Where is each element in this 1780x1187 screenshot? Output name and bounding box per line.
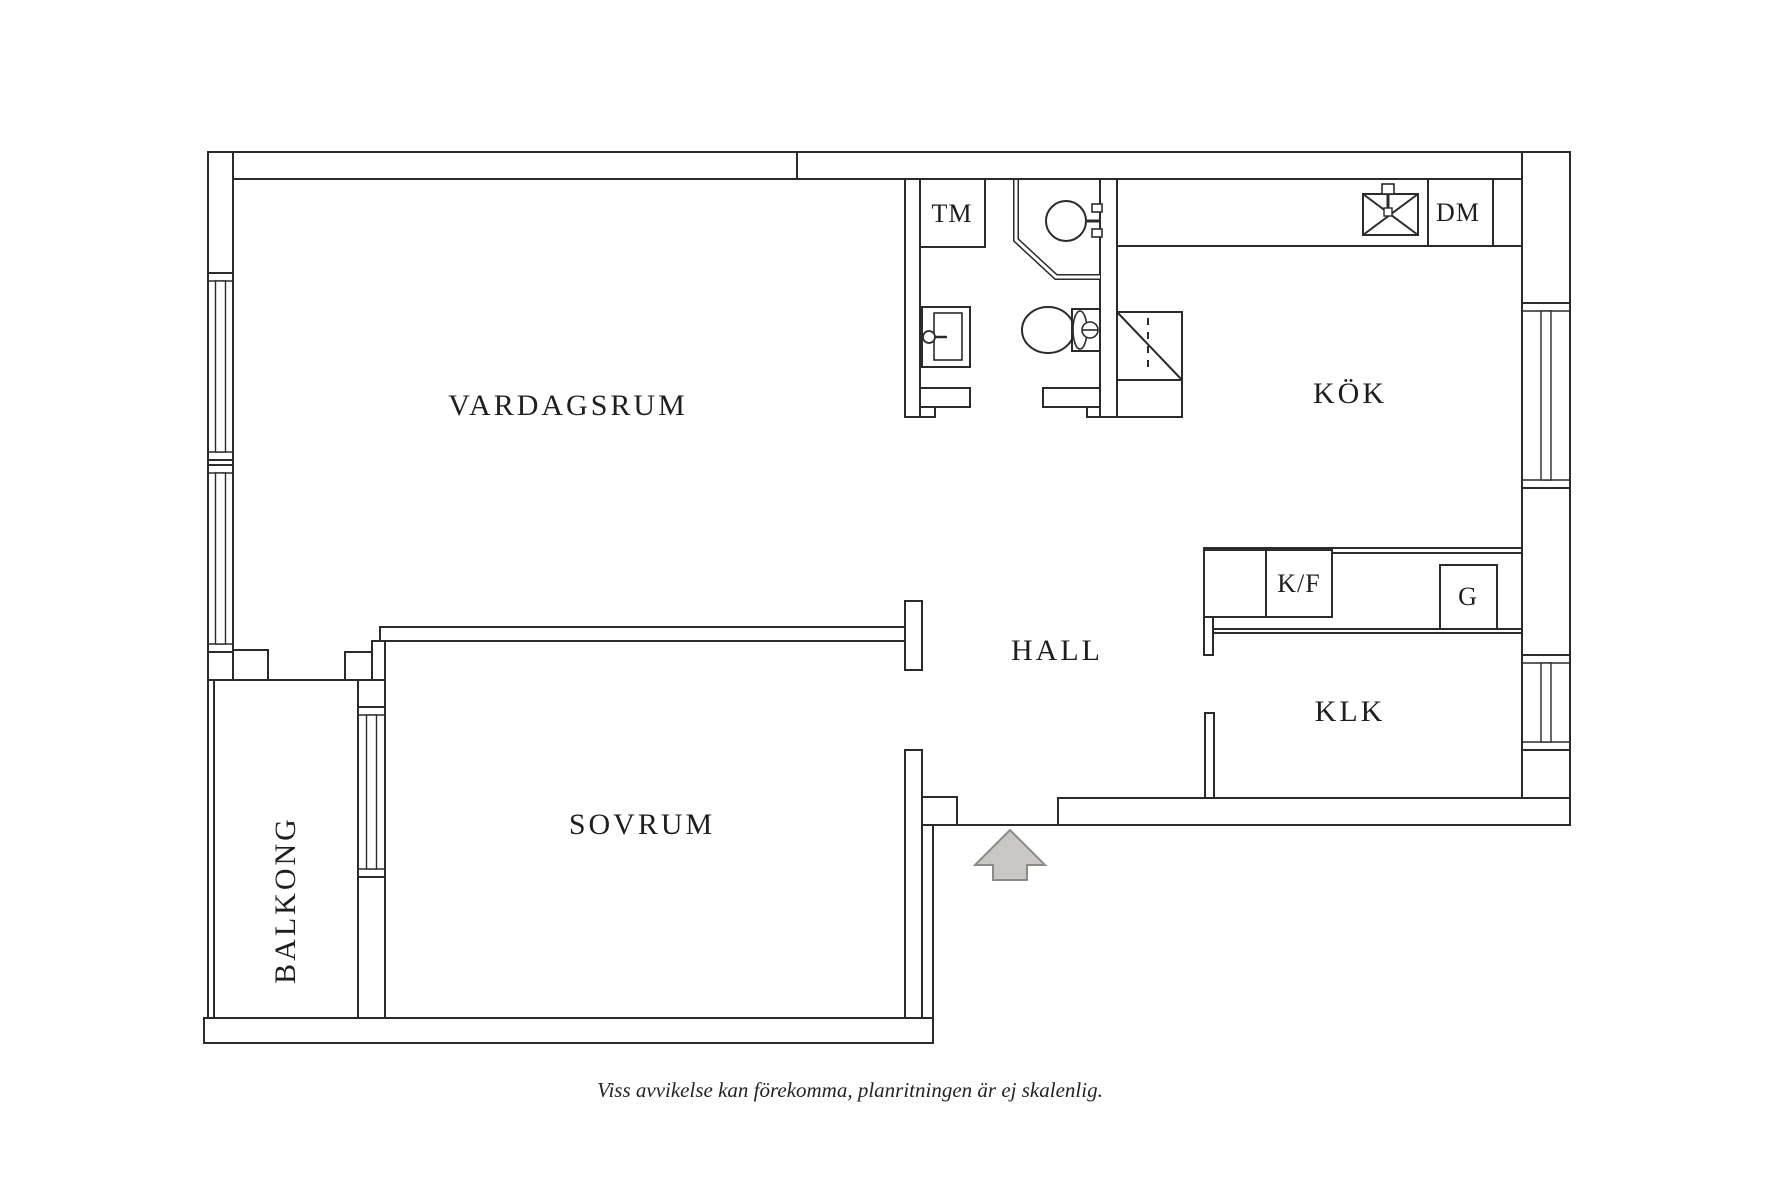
disclaimer-caption: Viss avvikelse kan förekomma, planritnin… (597, 1078, 1103, 1102)
label-sovrum: SOVRUM (568, 808, 716, 841)
entry-outer-edge (921, 824, 934, 1019)
bedroom-living-divider (379, 626, 923, 642)
bedroom-east-wall (904, 749, 923, 1019)
sink-tap-base (1381, 183, 1395, 195)
top-wall (207, 151, 1571, 180)
klk-west-stub (1203, 616, 1214, 656)
window-bedroom-balcony-glazing (365, 714, 378, 870)
window-livingroom-lower-glazing (214, 472, 227, 645)
bath-foot-west (919, 406, 936, 418)
hall-west-stub (904, 600, 923, 671)
label-tm: TM (931, 199, 973, 228)
livingroom-east-wall (904, 178, 921, 418)
bath-foot-east (1086, 406, 1101, 418)
bath-south-wall-west (919, 387, 971, 408)
balcony-north-wall-b (344, 651, 373, 681)
round-basin (1045, 200, 1087, 242)
basin-bracket-bottom (1091, 228, 1103, 238)
entry-west-stub (921, 796, 958, 826)
klk-west-wall (1204, 712, 1215, 799)
g-wardrobe-unit (1439, 564, 1498, 630)
balcony-north-wall-a (232, 649, 269, 681)
bath-kitchen-wall (1099, 178, 1118, 418)
window-klk-glazing (1540, 662, 1552, 743)
kf-fridge-freezer-unit (1203, 549, 1333, 618)
tall-cabinet (1116, 311, 1183, 418)
label-kf: K/F (1277, 569, 1321, 598)
sink-tap-head (1383, 207, 1393, 217)
cabinet-diagonal (1116, 311, 1183, 381)
entrance-arrow (972, 828, 1048, 881)
tm-washer-unit (919, 178, 986, 248)
bottom-wall-east (1057, 797, 1571, 826)
label-klk: KLK (1314, 695, 1386, 728)
window-kitchen-glazing (1540, 310, 1552, 481)
label-g: G (1458, 582, 1478, 611)
toilet-bowl (1021, 306, 1075, 354)
bath-south-wall-east (1042, 387, 1101, 408)
bottom-wall-west (203, 1017, 934, 1044)
balcony-west-wall (207, 679, 215, 1019)
washbasin-tap (922, 330, 936, 344)
label-balkong: BALKONG (269, 816, 302, 984)
label-dm: DM (1436, 198, 1480, 227)
label-hall: HALL (1011, 634, 1103, 667)
basin-bracket-top (1091, 203, 1103, 213)
shower-glass-screen-inner (1014, 180, 1100, 279)
label-kok: KÖK (1313, 377, 1387, 410)
label-vardagsrum: VARDAGSRUM (448, 389, 688, 422)
window-livingroom-upper-glazing (214, 280, 227, 453)
balcony-connector (371, 640, 386, 681)
